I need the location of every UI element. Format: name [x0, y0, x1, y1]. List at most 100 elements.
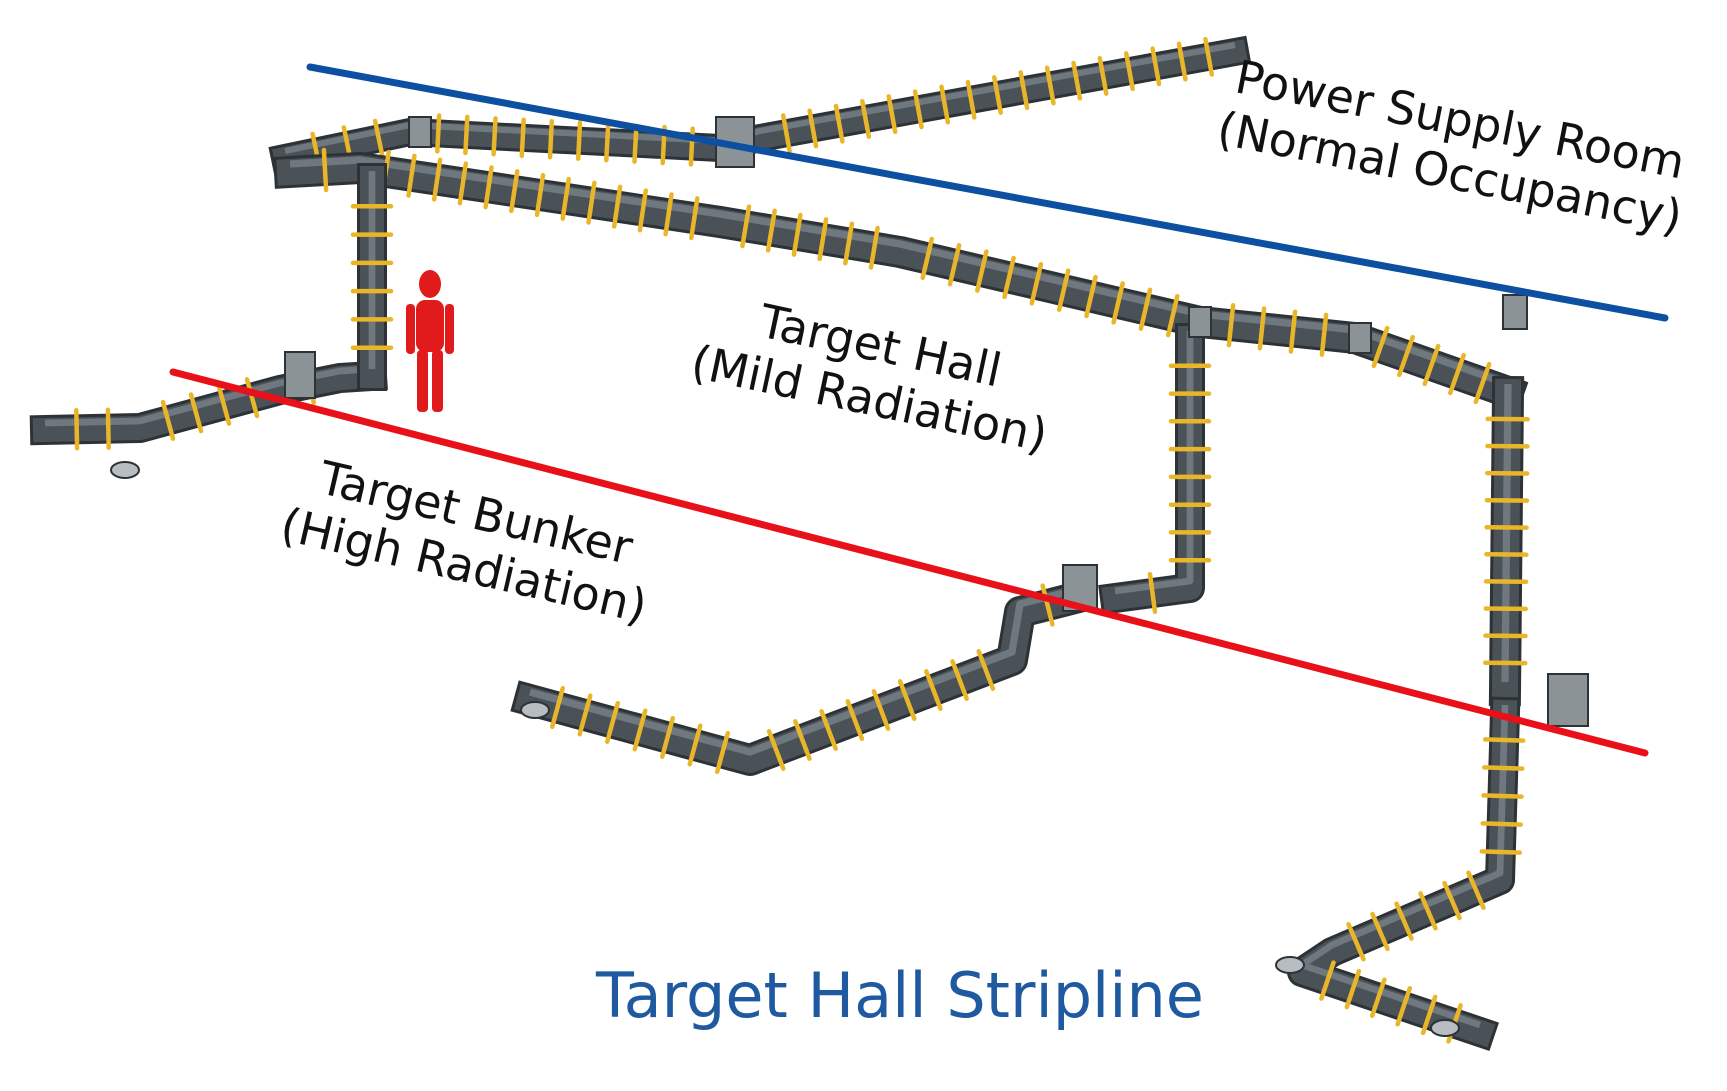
- support-clamp: [1418, 891, 1438, 931]
- stripline-duct-layer: [29, 35, 1589, 1052]
- support-clamp: [1044, 65, 1056, 106]
- support-clamp: [1473, 361, 1492, 405]
- figure-head: [419, 270, 441, 298]
- wall-penetration-block: [1547, 673, 1589, 727]
- figure-torso: [416, 300, 444, 352]
- duct-top-face: [1114, 331, 1194, 595]
- support-clamp: [1397, 334, 1415, 378]
- duct-top-face: [1298, 704, 1509, 1029]
- support-clamp: [604, 700, 621, 745]
- stripline-end-flange: [520, 701, 550, 719]
- support-clamp: [860, 98, 872, 139]
- support-clamp: [845, 699, 865, 741]
- figure-left-leg: [417, 350, 428, 412]
- support-clamp: [321, 147, 329, 193]
- middle-vertical-riser: [1098, 323, 1212, 615]
- support-clamp: [188, 392, 204, 434]
- support-clamp: [560, 176, 571, 221]
- support-clamp: [1040, 583, 1055, 627]
- support-clamp: [1466, 870, 1486, 910]
- support-clamp: [793, 719, 812, 761]
- support-clamp: [1165, 293, 1180, 338]
- support-clamp: [791, 212, 803, 257]
- support-clamp: [663, 192, 674, 237]
- support-clamp: [1111, 281, 1125, 325]
- support-clamp: [714, 730, 731, 775]
- bunker-boundary-line: [169, 368, 1649, 757]
- support-clamp: [1002, 255, 1016, 300]
- support-clamp: [765, 208, 777, 253]
- support-clamp: [819, 709, 838, 751]
- support-clamp: [577, 693, 593, 737]
- support-clamp: [965, 79, 977, 120]
- support-clamp: [1371, 325, 1390, 369]
- wall-penetration-block: [1188, 306, 1212, 338]
- support-clamp: [1448, 352, 1466, 396]
- support-clamp: [1203, 36, 1215, 77]
- support-clamp: [519, 117, 526, 159]
- support-clamp: [1479, 849, 1523, 855]
- wall-penetration-block: [1502, 294, 1528, 330]
- support-clamp: [1442, 880, 1462, 921]
- support-clamp: [1482, 765, 1525, 771]
- power-room-boundary-line: [306, 63, 1669, 322]
- figure-right-arm: [445, 304, 454, 354]
- support-clamp: [868, 225, 880, 270]
- support-clamp: [534, 172, 546, 218]
- support-clamp: [897, 679, 917, 721]
- support-clamp: [483, 165, 494, 210]
- support-clamp: [637, 188, 649, 233]
- support-clamp: [939, 84, 951, 125]
- support-clamp: [586, 180, 597, 225]
- wall-penetration-block: [284, 351, 316, 399]
- support-clamp: [431, 157, 443, 202]
- support-clamp: [1344, 968, 1362, 1010]
- human-figure: [406, 270, 454, 412]
- bunker-left-run: [29, 360, 388, 451]
- support-clamp: [74, 408, 80, 451]
- wall-penetration-block: [408, 116, 432, 148]
- support-clamp: [1147, 571, 1158, 615]
- support-clamp: [372, 118, 385, 159]
- support-clamp: [1150, 46, 1162, 87]
- support-clamp: [1369, 977, 1387, 1018]
- support-clamp: [689, 196, 700, 241]
- stripline-end-flange: [1430, 1019, 1460, 1037]
- support-clamp: [1288, 309, 1298, 354]
- support-clamp: [160, 399, 176, 441]
- support-clamp: [807, 108, 819, 149]
- support-clamp: [1029, 262, 1044, 306]
- support-clamp: [1480, 821, 1523, 827]
- support-clamp: [435, 113, 442, 154]
- support-clamp: [1257, 306, 1267, 351]
- support-clamp: [1346, 922, 1366, 962]
- right-vertical-riser: [1483, 375, 1530, 707]
- support-clamp: [687, 723, 703, 767]
- support-clamp: [740, 204, 752, 249]
- support-clamp: [817, 217, 829, 262]
- lower-right-drop: [1287, 696, 1526, 1052]
- support-clamp: [1097, 55, 1109, 96]
- support-clamp: [509, 169, 520, 214]
- support-clamp: [604, 121, 611, 163]
- support-clamp: [1018, 70, 1030, 111]
- support-clamp: [1319, 960, 1336, 1001]
- support-clamp: [1370, 911, 1390, 952]
- support-clamp: [688, 126, 695, 167]
- support-clamp: [1395, 986, 1413, 1027]
- support-clamp: [632, 123, 639, 164]
- support-clamp: [1420, 994, 1438, 1036]
- support-clamp: [1071, 60, 1083, 101]
- support-clamp: [549, 685, 566, 730]
- support-clamp: [491, 116, 498, 157]
- support-clamp: [1226, 303, 1236, 348]
- support-clamp: [1123, 51, 1135, 92]
- support-clamp: [632, 708, 648, 752]
- support-clamp: [1056, 268, 1071, 312]
- support-clamp: [457, 161, 469, 206]
- stripline-end-flange: [1275, 956, 1305, 974]
- support-clamp: [1422, 343, 1441, 387]
- duct-top-face: [1501, 383, 1512, 683]
- support-clamp: [611, 184, 623, 229]
